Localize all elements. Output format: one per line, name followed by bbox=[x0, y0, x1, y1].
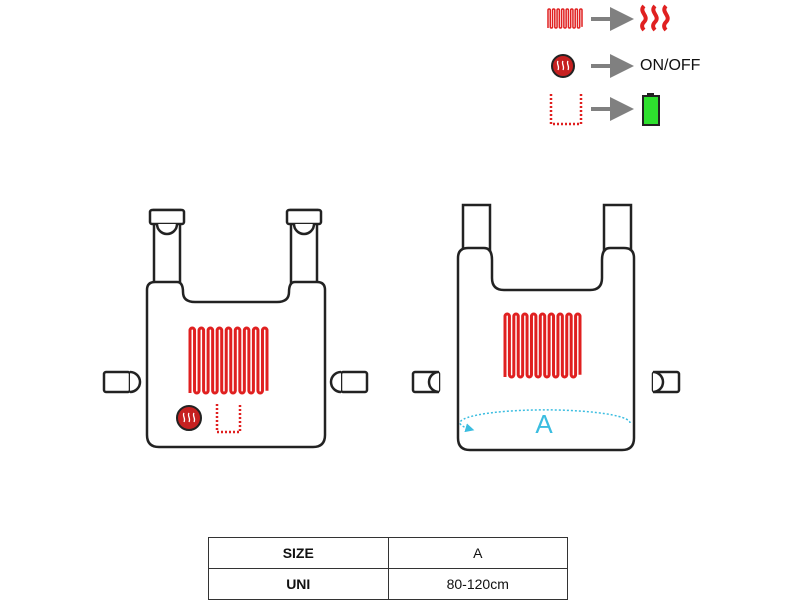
on-off-label: ON/OFF bbox=[640, 57, 701, 74]
power-button-icon bbox=[551, 54, 575, 78]
size-value: A bbox=[387, 537, 568, 569]
size-header: SIZE bbox=[208, 537, 389, 569]
legend bbox=[547, 4, 670, 126]
heat-flames-icon bbox=[640, 4, 670, 32]
heating-zone-a: A bbox=[459, 409, 631, 439]
front-heating-element bbox=[188, 326, 269, 395]
back-heating-element bbox=[503, 312, 582, 379]
zone-label: A bbox=[535, 409, 553, 439]
uni-value: 80-120cm bbox=[387, 568, 568, 600]
front-battery-pocket bbox=[215, 404, 242, 434]
battery-icon bbox=[642, 93, 660, 126]
heating-element-icon bbox=[547, 8, 583, 29]
uni-header: UNI bbox=[208, 568, 389, 600]
battery-pocket-icon bbox=[549, 94, 583, 126]
front-power-button bbox=[176, 405, 202, 431]
